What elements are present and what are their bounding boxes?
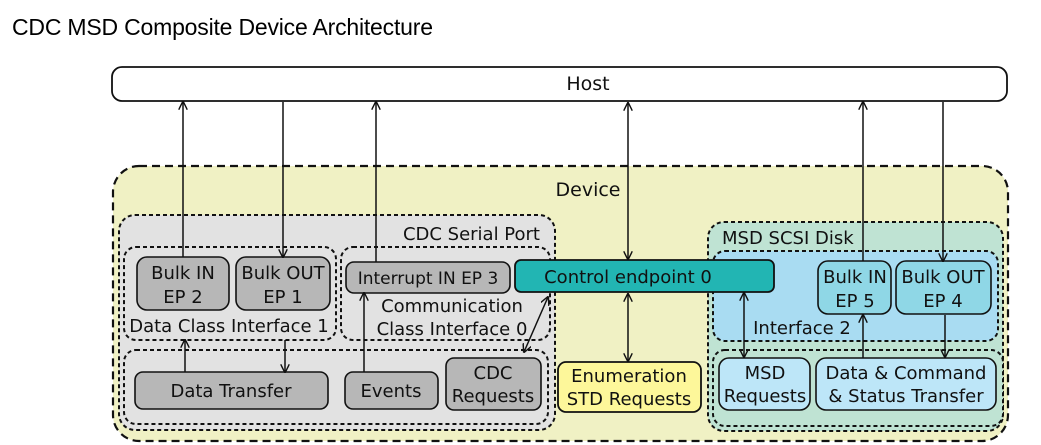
- communication-interface-line1: Communication: [381, 296, 523, 317]
- msd-bulk-out-ep4-line1: Bulk OUT: [901, 267, 985, 288]
- msd-bulk-in-ep5-line2: EP 5: [835, 291, 874, 312]
- communication-interface-line2: Class Interface 0: [377, 319, 528, 340]
- msd-bulk-in-ep5-line1: Bulk IN: [823, 267, 887, 288]
- cdc-requests-line2: Requests: [452, 386, 535, 407]
- enumeration-line1: Enumeration: [571, 366, 687, 387]
- msd-requests-line2: Requests: [724, 386, 807, 407]
- msd-scsi-disk-label: MSD SCSI Disk: [722, 228, 854, 249]
- control-endpoint-box: [514, 259, 775, 293]
- arrow-control-cdc-requests: [524, 297, 548, 352]
- device-label: Device: [556, 179, 621, 201]
- host-label: Host: [566, 73, 609, 95]
- host-bar: [111, 66, 1008, 102]
- msd-bulk-in-ep5-box: [817, 260, 892, 315]
- bulk-out-ep1-line1: Bulk OUT: [241, 263, 325, 284]
- events-box: [344, 371, 439, 410]
- cdc-requests-line1: CDC: [474, 363, 513, 384]
- data-class-interface-label: Data Class Interface 1: [129, 316, 329, 337]
- msd-requests-line1: MSD: [745, 363, 786, 384]
- enumeration-line2: STD Requests: [567, 389, 692, 410]
- bulk-out-ep1-line2: EP 1: [263, 287, 302, 308]
- interrupt-in-ep3-box: [345, 261, 511, 294]
- data-command-status-box: [815, 357, 997, 411]
- msd-requests-box: [718, 357, 811, 411]
- interrupt-in-ep3-label: Interrupt IN EP 3: [358, 269, 499, 289]
- msd-bulk-out-ep4-line2: EP 4: [923, 291, 962, 312]
- events-label: Events: [361, 381, 422, 402]
- enumeration-box: [557, 361, 702, 413]
- data-transfer-box: [134, 371, 329, 410]
- interface2-label: Interface 2: [753, 318, 851, 339]
- data-command-status-line2: & Status Transfer: [828, 386, 984, 407]
- data-transfer-label: Data Transfer: [170, 381, 292, 402]
- cdc-requests-box: [445, 357, 542, 411]
- bulk-in-ep2-line2: EP 2: [163, 287, 202, 308]
- page-title: CDC MSD Composite Device Architecture: [12, 14, 433, 40]
- cdc-serial-port-label: CDC Serial Port: [403, 224, 540, 245]
- data-command-status-line1: Data & Command: [826, 363, 987, 384]
- control-endpoint-label: Control endpoint 0: [544, 267, 712, 288]
- bulk-in-ep2-line1: Bulk IN: [151, 263, 215, 284]
